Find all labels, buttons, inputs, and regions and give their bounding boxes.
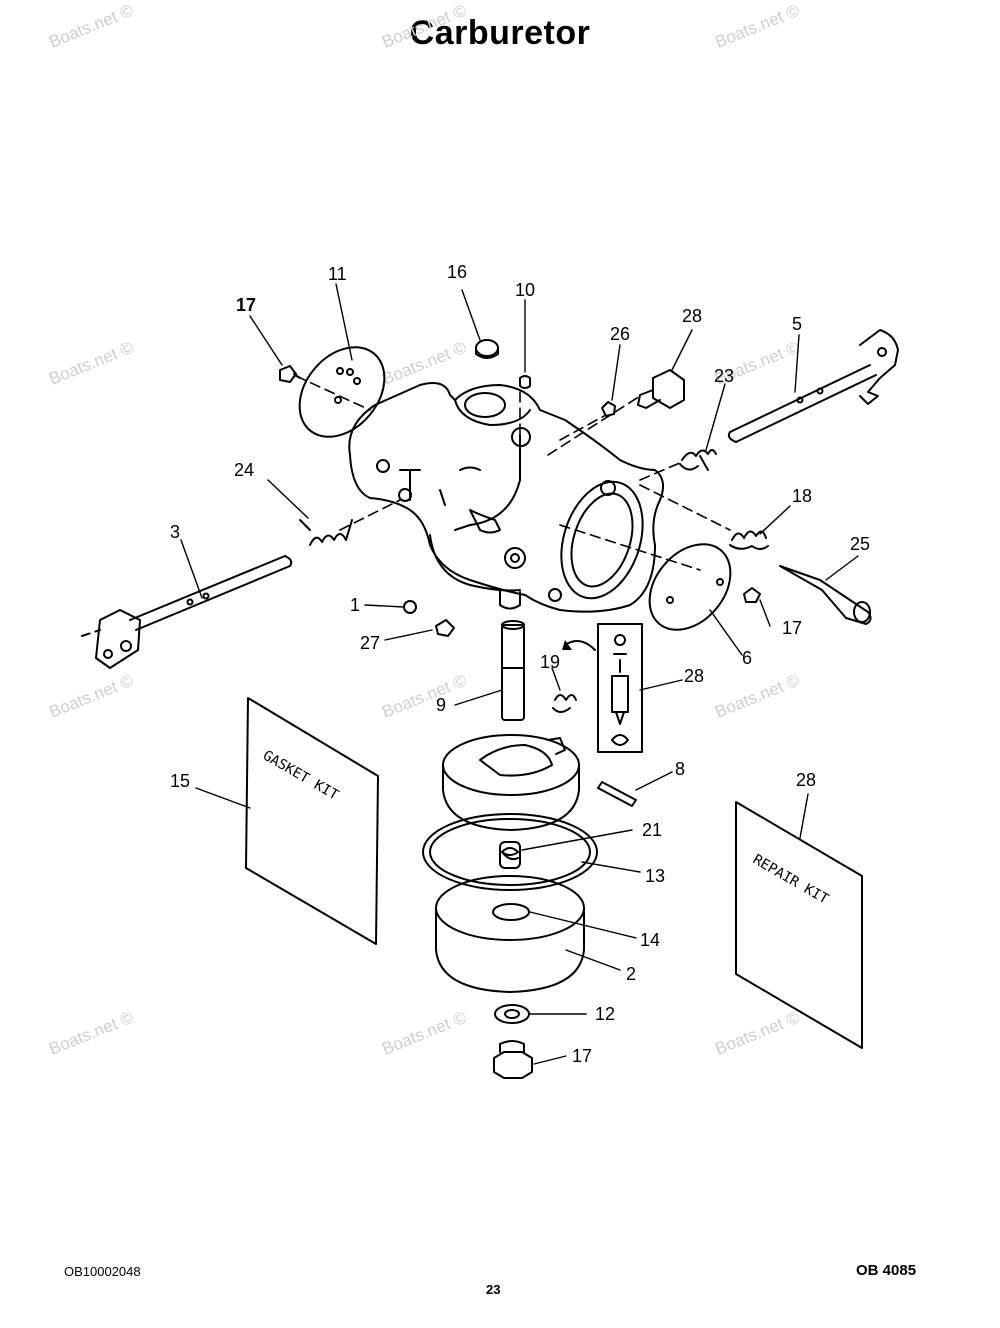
watermark: Boats.net © [379, 1, 469, 52]
callout-label: 23 [714, 366, 734, 386]
footer-code-left: OB10002048 [64, 1264, 141, 1279]
watermark: Boats.net © [712, 671, 802, 722]
repair-kit-text: REPAIR KIT [750, 852, 831, 908]
callout-label: 28 [684, 666, 704, 686]
part-26-fitting [637, 369, 685, 409]
callout-label: 2 [626, 964, 636, 984]
part-13-gasket [422, 813, 598, 891]
watermark: Boats.net © [712, 1, 802, 52]
part-10-jet [519, 375, 531, 389]
callout-label: 1 [350, 595, 360, 615]
part-24-screw [601, 401, 616, 417]
part-11-plug [475, 339, 499, 359]
watermark: Boats.net © [379, 338, 469, 389]
part-23-idle-screw [779, 565, 872, 625]
part-4-throttle-plate [298, 346, 386, 438]
part-12-washer [494, 1004, 530, 1024]
page-title: Carburetor [409, 14, 591, 52]
callout-label: 14 [640, 930, 660, 950]
part-21-spring [299, 519, 353, 546]
watermark: Boats.net © [379, 1008, 469, 1059]
part-8-pin [597, 781, 637, 807]
gasket-kit-label: GASKET KIT [260, 748, 341, 804]
page-number: 23 [486, 1282, 501, 1297]
repair-kit-label: REPAIR KIT [750, 852, 831, 908]
watermark: Boats.net © [46, 338, 136, 389]
alignment-lines [295, 375, 731, 571]
part-1-clip [403, 600, 417, 614]
callout-label: 6 [742, 648, 752, 668]
watermark: Boats.net © [46, 671, 136, 722]
part-22-spring [499, 841, 521, 869]
callout-label: 28 [796, 770, 816, 790]
part-2-float-bowl [435, 875, 585, 993]
callout-label: 13 [645, 866, 665, 886]
callout-label: 8 [675, 759, 685, 779]
part-27-needle-valve-box [597, 623, 643, 753]
callout-label: 16 [447, 262, 467, 282]
part-17-screw-right [743, 587, 761, 603]
watermark: Boats.net © [712, 1008, 802, 1059]
callout-label: 24 [234, 460, 254, 480]
callout-label: 28 [682, 306, 702, 326]
callout-label: 27 [360, 633, 380, 653]
part-15-gasket-kit [245, 697, 379, 945]
callout-label: 19 [540, 652, 560, 672]
callouts: 11 16 10 17 26 28 5 23 24 18 3 25 1 17 2… [170, 262, 870, 1066]
part-6-choke-plate [648, 543, 732, 631]
part-3-throttle-shaft [81, 555, 293, 669]
part-9-tube [501, 620, 525, 721]
callout-label: 17 [782, 618, 802, 638]
leader-lines [180, 283, 859, 1065]
part-float [442, 734, 580, 831]
callout-label: 17 [236, 295, 256, 315]
watermark: Boats.net © [46, 1, 136, 52]
footer-code-right: OB 4085 [856, 1262, 917, 1279]
part-16-drain-plug [493, 1040, 533, 1079]
callout-label: 3 [170, 522, 180, 542]
callout-label: 10 [515, 280, 535, 300]
callout-label: 11 [328, 264, 347, 284]
watermark: Boats.net © [46, 1008, 136, 1059]
gasket-kit-text: GASKET KIT [260, 748, 341, 804]
part-20-spring [679, 449, 717, 471]
part-25-screw [435, 619, 455, 637]
callout-label: 18 [792, 486, 812, 506]
part-19-spring [552, 694, 577, 713]
part-28-repair-kit [735, 801, 863, 1049]
callout-label: 25 [850, 534, 870, 554]
part-5-choke-shaft [727, 329, 899, 443]
callout-label: 17 [572, 1046, 592, 1066]
callout-label: 26 [610, 324, 630, 344]
callout-label: 12 [595, 1004, 615, 1024]
watermark: Boats.net © [379, 671, 469, 722]
part-18-spring [729, 530, 769, 550]
carburetor-body [348, 382, 665, 613]
callout-label: 5 [792, 314, 802, 334]
callout-label: 9 [436, 695, 446, 715]
callout-label: 15 [170, 771, 190, 791]
callout-label: 21 [642, 820, 662, 840]
part-17-screw-top [279, 365, 301, 383]
